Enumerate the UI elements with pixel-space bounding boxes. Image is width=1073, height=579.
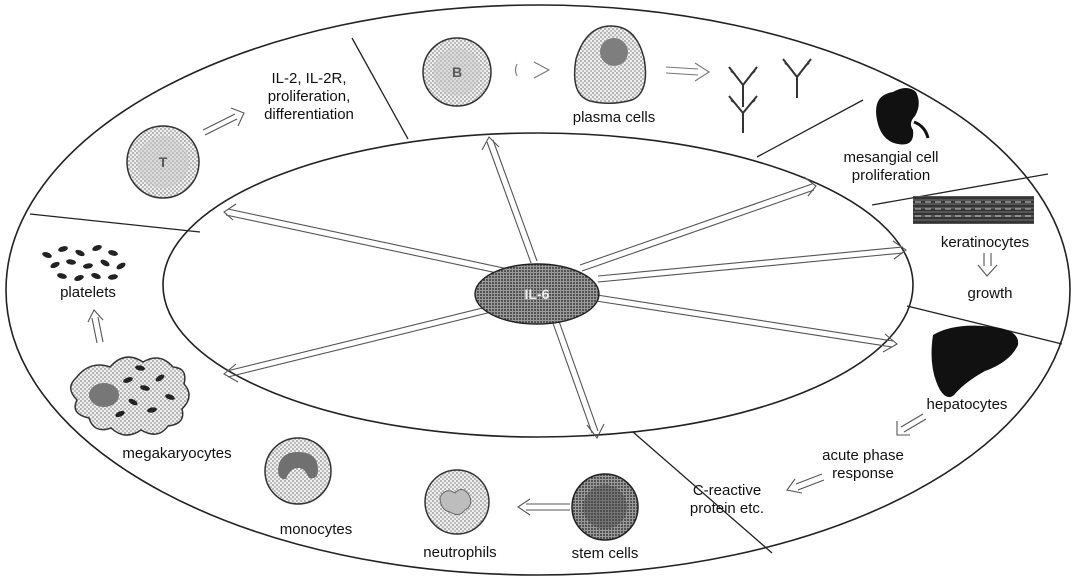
neutrophils-label: neutrophils — [412, 544, 508, 562]
megakaryocytes-label: megakaryocytes — [112, 445, 242, 463]
stem-cells-label: stem cells — [557, 545, 653, 563]
megakaryocyte-icon — [71, 357, 189, 435]
arrow-to-mesangial — [580, 177, 816, 271]
il6-label: IL-6 — [525, 286, 550, 302]
monocyte-icon — [265, 438, 331, 504]
crp-line-1: C-reactive — [677, 482, 777, 500]
crp-label: C-reactive protein etc. — [677, 482, 777, 518]
arrow-megakaryocyte-to-platelets — [88, 310, 103, 343]
neutrophil-icon — [425, 470, 489, 534]
stem-cell-icon — [572, 474, 638, 540]
arrow-to-stem-cells — [549, 310, 604, 438]
arrow-to-keratinocytes — [598, 241, 906, 282]
t-cell-effects-label: IL-2, IL-2R, proliferation, differentiat… — [244, 70, 374, 124]
crp-line-2: protein etc. — [677, 500, 777, 518]
arrow-hepatocytes-to-acute — [897, 414, 926, 435]
antibody-icons — [729, 59, 811, 133]
arrow-to-t-cell — [224, 204, 513, 276]
t-cell-effects-line-3: differentiation — [244, 106, 374, 124]
t-cell-effects-line-2: proliferation, — [244, 88, 374, 106]
arrow-plasma-to-antibodies — [666, 63, 709, 81]
acute-phase-label: acute phase response — [808, 447, 918, 483]
arrow-b-to-plasma — [516, 62, 550, 78]
t-cell-effects-line-1: IL-2, IL-2R, — [244, 70, 374, 88]
t-cell-letter: T — [159, 154, 168, 170]
growth-label: growth — [955, 285, 1025, 303]
mesangial-line-2: proliferation — [826, 167, 956, 185]
platelets-label: platelets — [48, 284, 128, 302]
mesangial-label: mesangial cell proliferation — [826, 149, 956, 185]
mesangial-line-1: mesangial cell — [826, 149, 956, 167]
liver-icon — [932, 326, 1019, 398]
kidney-icon — [876, 88, 928, 144]
arrow-stem-to-neutrophils — [518, 499, 570, 515]
keratinocytes-icon — [913, 196, 1034, 224]
hepatocytes-label: hepatocytes — [912, 396, 1022, 414]
acute-phase-line-2: response — [808, 465, 918, 483]
arrow-to-b-cell — [482, 137, 537, 263]
keratinocytes-label: keratinocytes — [930, 234, 1040, 252]
acute-phase-line-1: acute phase — [808, 447, 918, 465]
platelets-icon — [41, 244, 126, 282]
arrow-to-hepatocytes — [596, 295, 897, 352]
arrow-t-to-effects — [203, 108, 244, 135]
b-cell-letter: B — [452, 64, 462, 80]
plasma-cell-icon — [575, 26, 646, 103]
monocytes-label: monocytes — [266, 521, 366, 539]
plasma-cells-label: plasma cells — [559, 109, 669, 127]
arrow-keratinocytes-to-growth — [978, 253, 997, 276]
arrow-to-megakaryocytes — [224, 301, 512, 382]
